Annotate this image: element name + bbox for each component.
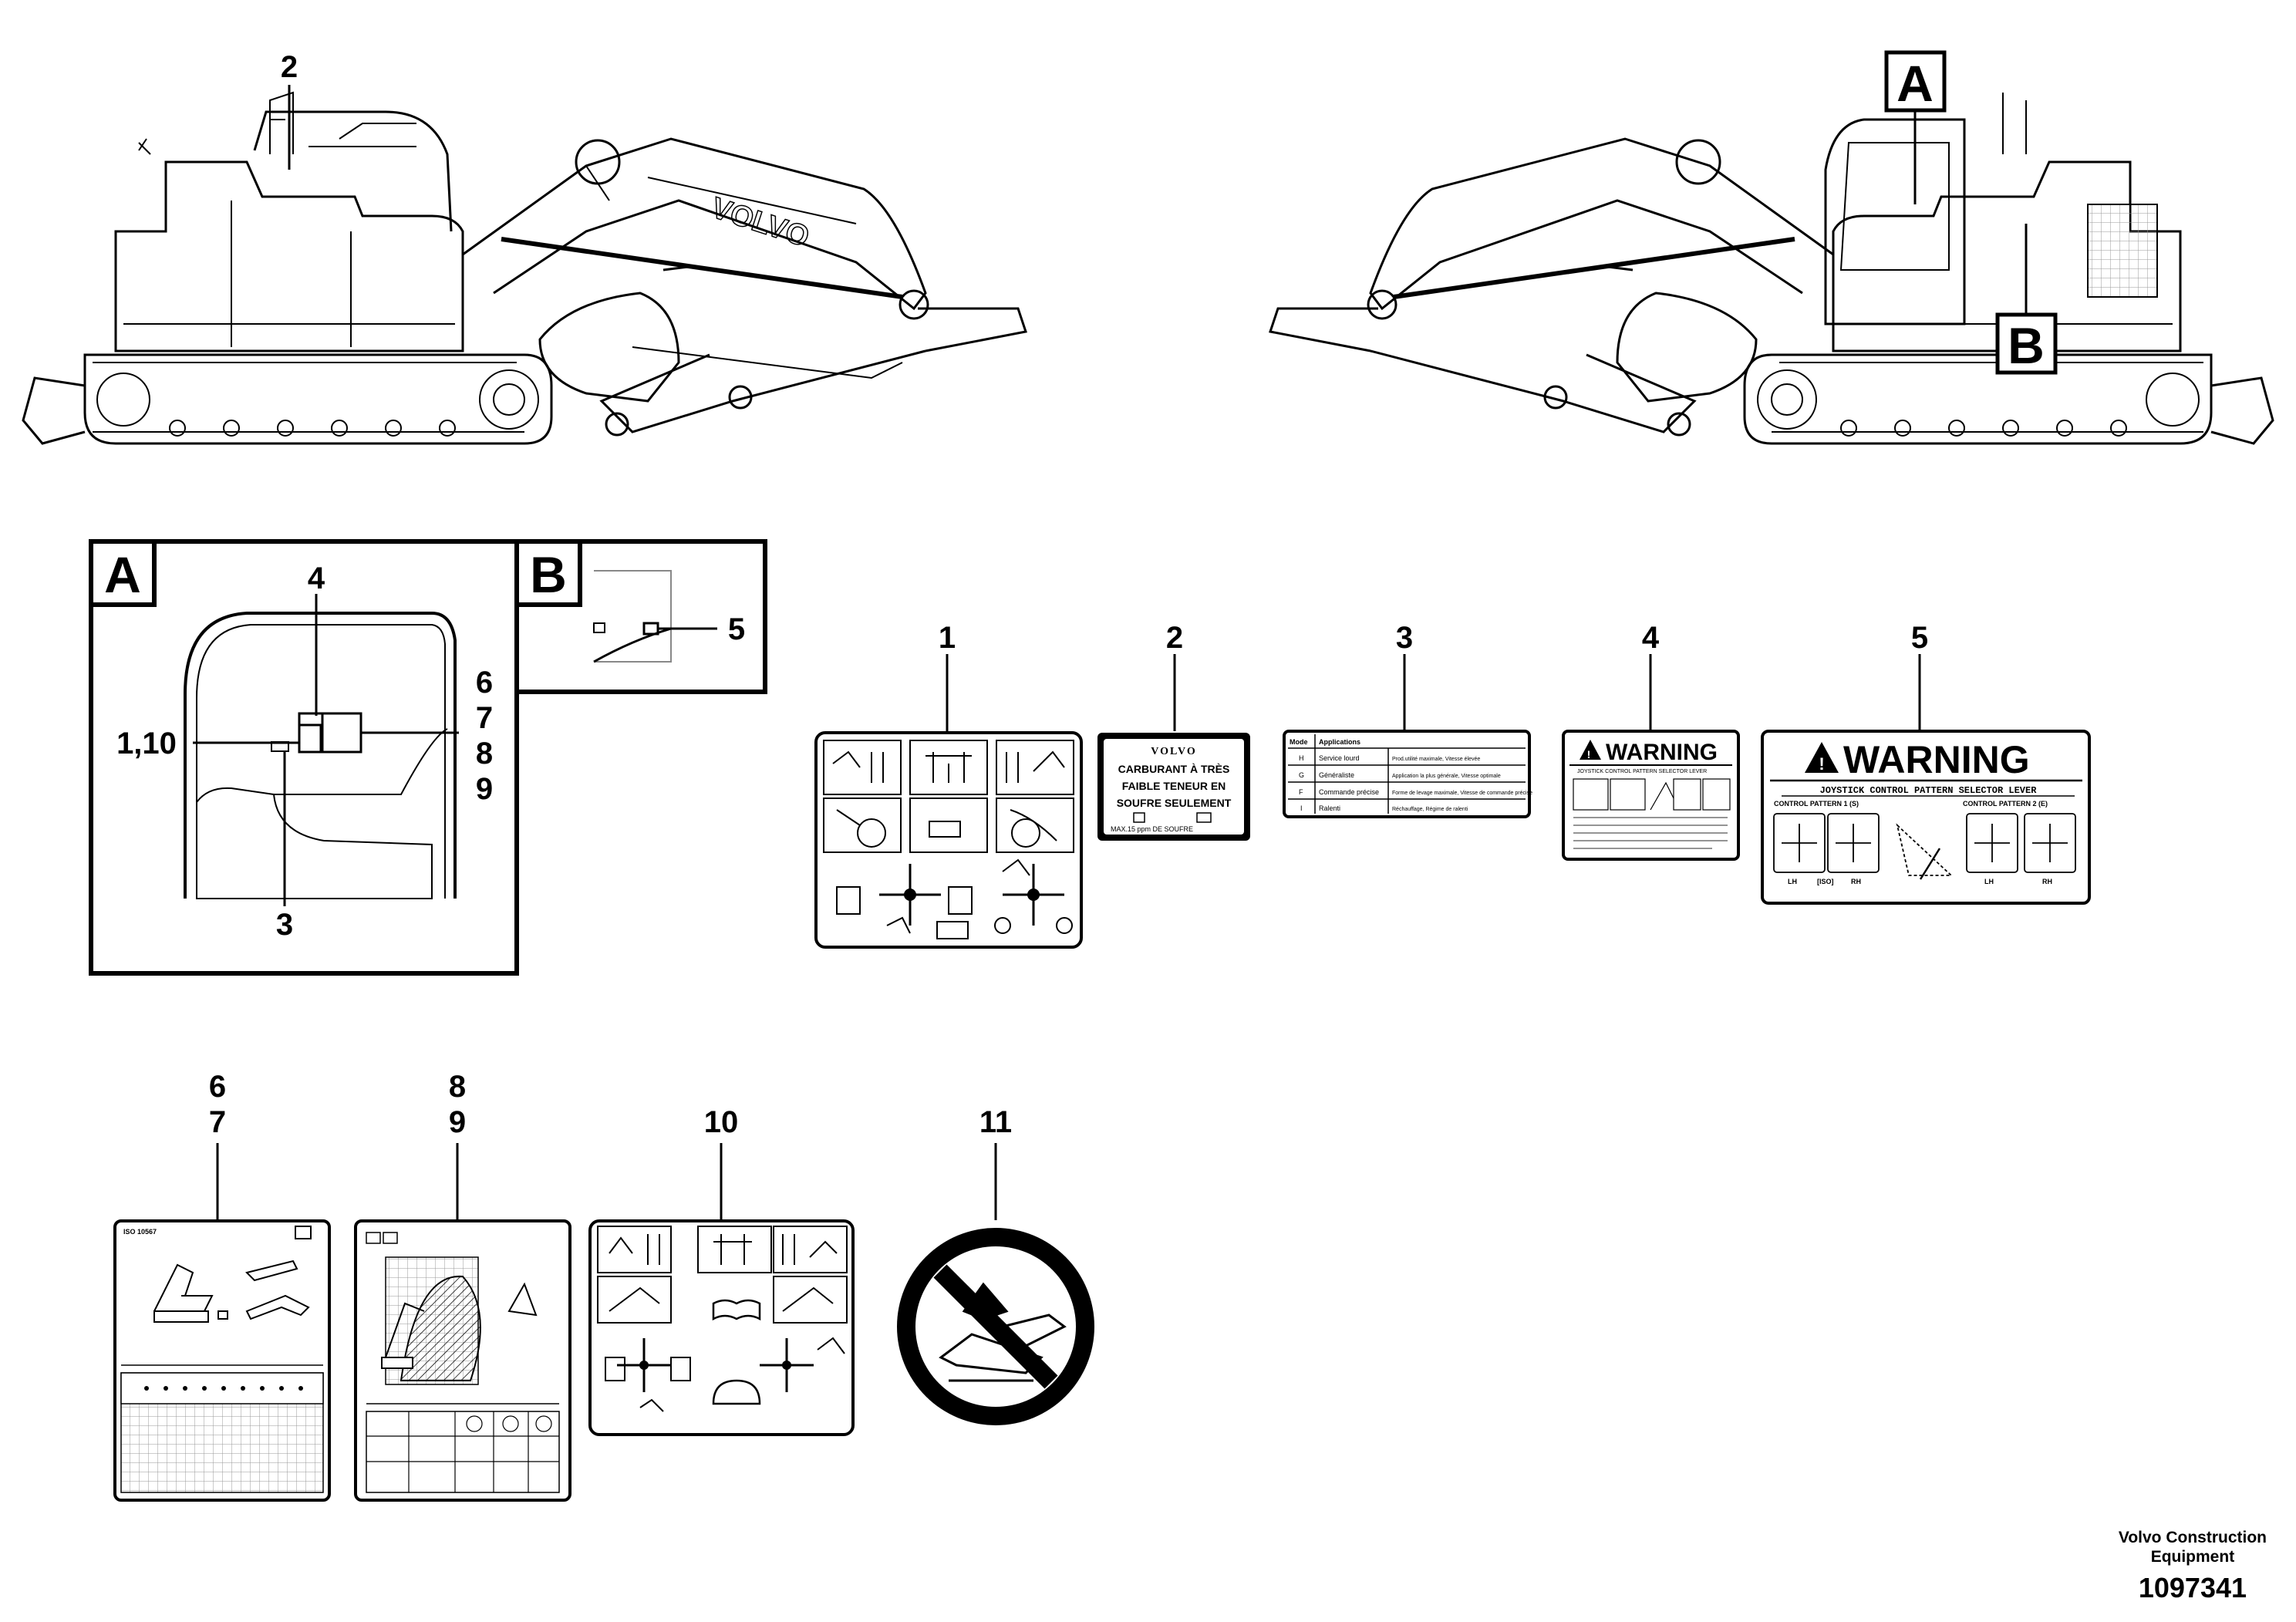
decal-number-10: 10 bbox=[704, 1105, 739, 1139]
svg-text:CONTROL PATTERN 2 (E): CONTROL PATTERN 2 (E) bbox=[1963, 800, 2048, 808]
svg-text:JOYSTICK CONTROL PATTERN SELEC: JOYSTICK CONTROL PATTERN SELECTOR LEVER bbox=[1820, 785, 2038, 796]
svg-text:RH: RH bbox=[2042, 878, 2052, 885]
view-marker-a: A bbox=[1884, 50, 1947, 204]
decal-number-1: 1 bbox=[939, 621, 956, 655]
callout-2-machine: 2 bbox=[281, 50, 298, 84]
svg-text:LH: LH bbox=[1788, 878, 1797, 885]
svg-text:H: H bbox=[1299, 754, 1304, 762]
figure-number: 1097341 bbox=[2138, 1572, 2247, 1603]
svg-text:Commande précise: Commande précise bbox=[1319, 788, 1379, 796]
svg-text:CARBURANT À TRÈS: CARBURANT À TRÈS bbox=[1118, 763, 1230, 775]
svg-text:JOYSTICK CONTROL PATTERN SELEC: JOYSTICK CONTROL PATTERN SELECTOR LEVER bbox=[1577, 769, 1707, 774]
footer-block: Volvo Construction Equipment 1097341 bbox=[2119, 1528, 2267, 1605]
decal-3-mode-table: Mode Applications H Service lourd Prod.u… bbox=[1283, 730, 1532, 818]
excavator-right-view bbox=[1269, 93, 2274, 445]
detail-a-title: A bbox=[104, 546, 141, 603]
excavator-left-view: VOLVO bbox=[22, 91, 1027, 445]
detail-a-callout-9: 9 bbox=[476, 772, 493, 806]
decal-11-prohibition-sign bbox=[897, 1228, 1094, 1425]
detail-a-callout-7: 7 bbox=[476, 701, 493, 735]
decal-6-load-chart: ISO 10567 bbox=[113, 1219, 331, 1502]
decal-number-11: 11 bbox=[979, 1105, 1012, 1139]
svg-text:SOUFRE SEULEMENT: SOUFRE SEULEMENT bbox=[1117, 797, 1232, 809]
svg-text:!: ! bbox=[1587, 748, 1591, 760]
svg-text:Ralenti: Ralenti bbox=[1319, 804, 1340, 812]
decal-number-3: 3 bbox=[1396, 621, 1413, 655]
decal-leaders bbox=[216, 654, 1921, 1220]
decal-5-warning-text: WARNING bbox=[1843, 738, 2030, 781]
svg-text:!: ! bbox=[1819, 754, 1824, 774]
svg-text:[ISO]: [ISO] bbox=[1817, 878, 1834, 885]
detail-b-title: B bbox=[530, 546, 567, 603]
view-marker-b: B bbox=[1995, 224, 2058, 375]
decal-4-warning-label: ! WARNING JOYSTICK CONTROL PATTERN SELEC… bbox=[1562, 730, 1740, 861]
svg-text:I: I bbox=[1300, 804, 1303, 812]
svg-text:Mode: Mode bbox=[1290, 738, 1308, 746]
svg-text:G: G bbox=[1299, 771, 1304, 779]
decal-5-warning-label: ! WARNING JOYSTICK CONTROL PATTERN SELEC… bbox=[1761, 730, 2091, 905]
decal-1-control-pattern bbox=[814, 731, 1083, 949]
manufacturer-line-2: Equipment bbox=[2150, 1548, 2235, 1566]
svg-text:Réchauffage, Régime de ralenti: Réchauffage, Régime de ralenti bbox=[1392, 807, 1468, 812]
svg-text:Forme de levage maximale, Vite: Forme de levage maximale, Vitesse de com… bbox=[1392, 791, 1532, 796]
svg-text:Généraliste: Généraliste bbox=[1319, 771, 1354, 779]
decal-number-5: 5 bbox=[1911, 621, 1928, 655]
svg-text:LH: LH bbox=[1984, 878, 1994, 885]
svg-text:ISO 10567: ISO 10567 bbox=[123, 1228, 157, 1236]
decal-number-8: 8 bbox=[449, 1070, 466, 1104]
decal-10-control-pictograms bbox=[588, 1219, 855, 1436]
detail-a-callout-6: 6 bbox=[476, 666, 493, 700]
detail-a-callout-8: 8 bbox=[476, 737, 493, 771]
manufacturer-line-1: Volvo Construction bbox=[2118, 1529, 2267, 1546]
detail-a-callout-1-10: 1,10 bbox=[116, 727, 177, 760]
svg-text:B: B bbox=[2008, 317, 2045, 374]
detail-a-panel: A bbox=[89, 539, 519, 976]
decal-number-2: 2 bbox=[1166, 621, 1183, 655]
detail-a-callout-4: 4 bbox=[308, 561, 325, 595]
decal-number-9: 9 bbox=[449, 1105, 466, 1139]
svg-text:RH: RH bbox=[1851, 878, 1861, 885]
svg-text:A: A bbox=[1896, 55, 1934, 112]
decal-number-7: 7 bbox=[209, 1105, 226, 1139]
svg-text:VOLVO: VOLVO bbox=[1151, 746, 1197, 757]
svg-text:MAX.15 ppm DE SOUFRE: MAX.15 ppm DE SOUFRE bbox=[1111, 825, 1193, 833]
decal-2-fuel-label: VOLVO CARBURANT À TRÈS FAIBLE TENEUR EN … bbox=[1097, 733, 1250, 841]
decal-number-4: 4 bbox=[1642, 621, 1660, 655]
svg-text:Applications: Applications bbox=[1319, 738, 1360, 746]
svg-text:CONTROL PATTERN 1 (S): CONTROL PATTERN 1 (S) bbox=[1774, 800, 1859, 808]
detail-b-callout-5: 5 bbox=[728, 612, 745, 646]
decal-8-lift-chart bbox=[354, 1219, 571, 1502]
svg-text:F: F bbox=[1299, 788, 1303, 796]
svg-text:Service lourd: Service lourd bbox=[1319, 754, 1360, 762]
detail-a-callout-3: 3 bbox=[276, 908, 293, 942]
svg-text:FAIBLE TENEUR EN: FAIBLE TENEUR EN bbox=[1122, 780, 1226, 792]
detail-b-panel: B bbox=[514, 539, 767, 694]
decal-4-warning-text: WARNING bbox=[1606, 740, 1718, 765]
svg-text:Prod.utilité maximale, Vitesse: Prod.utilité maximale, Vitesse élevée bbox=[1392, 757, 1480, 762]
svg-text:VOLVO: VOLVO bbox=[707, 192, 813, 254]
track-rollers-left bbox=[96, 369, 539, 437]
svg-text:Application la plus générale,: Application la plus générale, Vitesse op… bbox=[1392, 774, 1501, 779]
decal-number-6: 6 bbox=[209, 1070, 226, 1104]
